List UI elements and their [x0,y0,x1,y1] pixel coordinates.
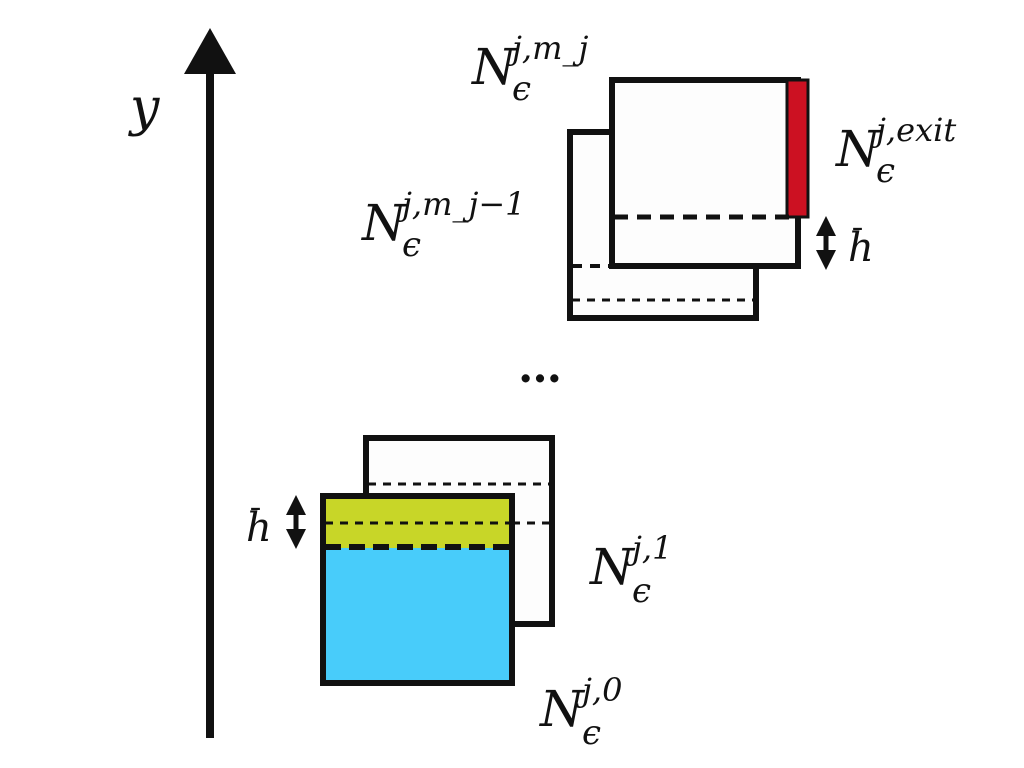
label-n-mj: N ϵ j,m_j [472,32,612,109]
label-sub: ϵ [512,69,532,109]
hbar-text: h [246,505,272,551]
label-n-exit: N ϵ j,exit [836,114,1006,191]
label-base: N [836,120,880,178]
box-j0 [320,493,515,686]
label-base: N [590,538,634,596]
label-sub: ϵ [876,151,896,191]
label-n-j1: N ϵ j,1 [590,530,720,610]
y-axis-label: y [130,78,160,138]
hbar-label-upper: ¯h [848,223,874,271]
label-n-j0: N ϵ j,0 [540,672,670,752]
label-base: N [472,38,516,96]
y-axis [184,28,236,738]
y-axis-arrowhead [184,28,236,74]
blue-region [323,548,512,683]
label-sub: ϵ [632,571,652,611]
label-n-mj-minus-1: N ϵ j,m_j−1 [362,185,552,265]
label-base: N [540,680,584,738]
label-sup: j,exit [876,111,957,149]
exit-strip [785,78,810,219]
label-sup: j,0 [582,671,623,709]
hbar-text: h [848,225,874,271]
ellipsis: … [518,342,568,393]
label-sup: j,1 [632,529,673,567]
box-mj [609,77,810,269]
hbar-label-lower: ¯h [246,503,272,551]
label-sup: j,m_j−1 [402,185,526,223]
label-sub: ϵ [402,225,422,265]
label-sup: j,m_j [512,29,589,67]
label-sub: ϵ [582,713,602,753]
label-base: N [362,194,406,252]
